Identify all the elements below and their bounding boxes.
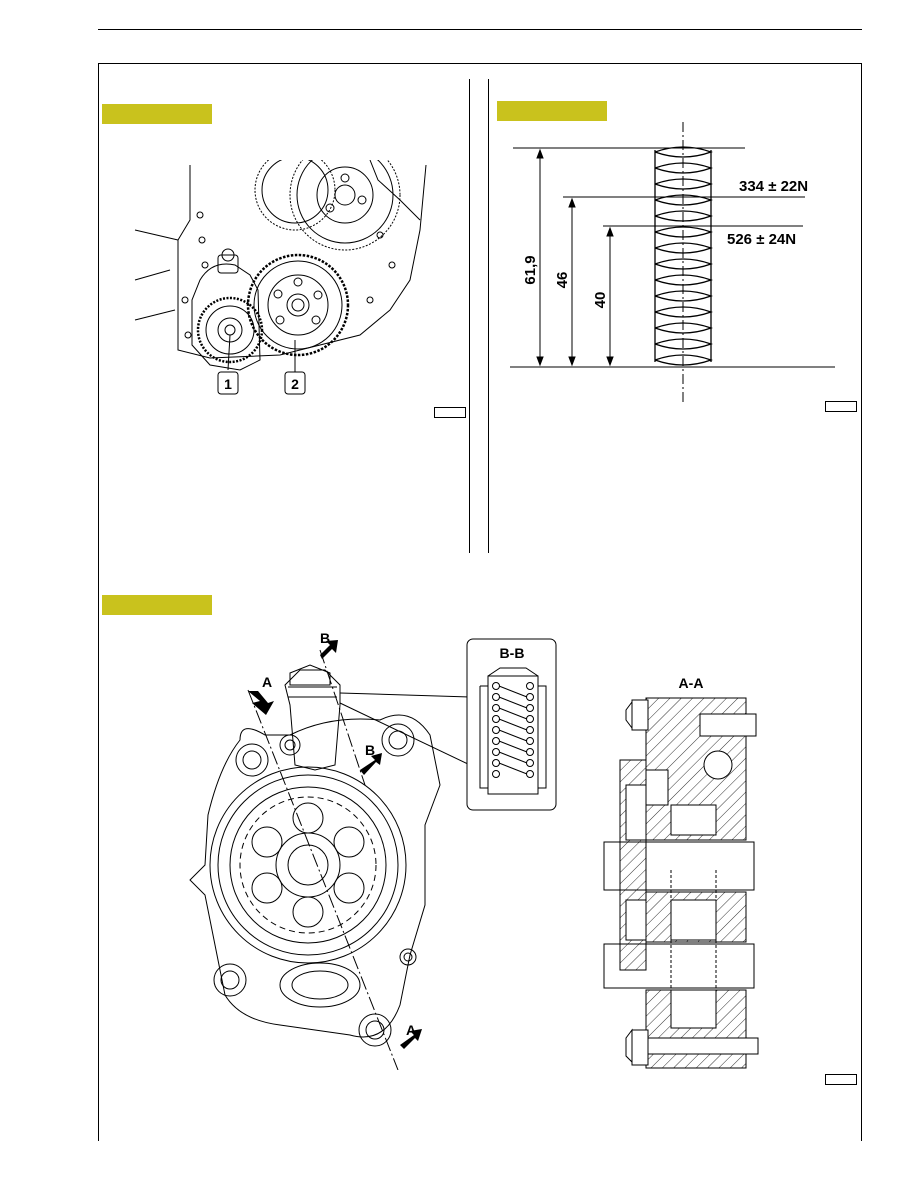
callout-1-box: [217, 371, 239, 395]
page-right-border: [861, 63, 862, 1141]
section-label-a-bottom: A: [406, 1022, 416, 1038]
column-divider-left: [469, 79, 470, 553]
spring-diagram: 334 ± 22N 526 ± 24N 61,9 46 40: [510, 122, 835, 402]
callout-2-box: [284, 371, 306, 395]
detail-bb-drawing: B-B: [466, 638, 557, 811]
arrow-b-right: [360, 753, 382, 775]
callout-2: 2: [291, 376, 299, 392]
section-aa-drawing: A-A: [603, 675, 759, 1069]
height-label-free: 61,9: [522, 255, 539, 284]
page-left-border: [98, 63, 99, 1141]
section-label-b-right: B: [365, 742, 375, 758]
figure-tag-gears: [102, 104, 212, 124]
figure-ref-gears: [434, 407, 466, 418]
callout-1: 1: [224, 376, 232, 392]
gear-assembly-drawing: 1 2: [134, 160, 427, 395]
height-label-46: 46: [554, 272, 571, 289]
arrow-b-top: [320, 640, 338, 659]
arrow-a-bottom: [400, 1029, 422, 1049]
detail-bb-label: B-B: [500, 645, 525, 661]
figure-ref-spring: [825, 401, 857, 412]
height-label-40: 40: [592, 292, 609, 309]
section-label-b-top: B: [320, 630, 330, 646]
figure-tag-pump: [102, 595, 212, 615]
oil-pump-drawing: A A B B: [189, 630, 471, 1070]
arrow-a-top: [248, 691, 274, 715]
load-label-2: 526 ± 24N: [727, 231, 796, 248]
column-divider-right: [488, 79, 489, 553]
section-label-a-top: A: [262, 674, 272, 690]
header-rule-bottom: [98, 63, 862, 64]
header-rule-top: [98, 29, 862, 30]
figure-tag-spring: [497, 101, 607, 121]
section-aa-label: A-A: [679, 675, 704, 691]
figure-ref-pump: [825, 1074, 857, 1085]
load-label-1: 334 ± 22N: [739, 178, 808, 195]
